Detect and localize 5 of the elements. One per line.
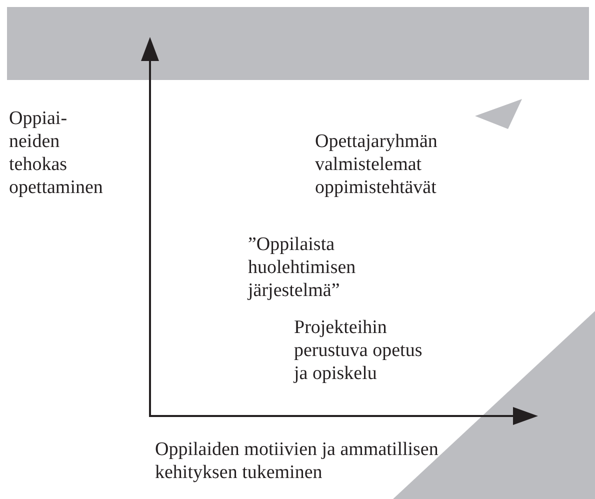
quadrant-label: Opettajaryhmän valmistelemat oppimistehtävät [315, 130, 438, 199]
quadrant-label: Projekteihin perustuva opetus ja opiskelu [294, 316, 422, 385]
axis-label: Oppilaiden motiivien ja ammatillisen kehityksen tukeminen [155, 438, 438, 484]
quadrant-label: ”Oppilaista huolehtimisen järjestelmä” [248, 233, 356, 302]
axis-label: Oppiai- neiden tehokas opettaminen [9, 107, 103, 199]
